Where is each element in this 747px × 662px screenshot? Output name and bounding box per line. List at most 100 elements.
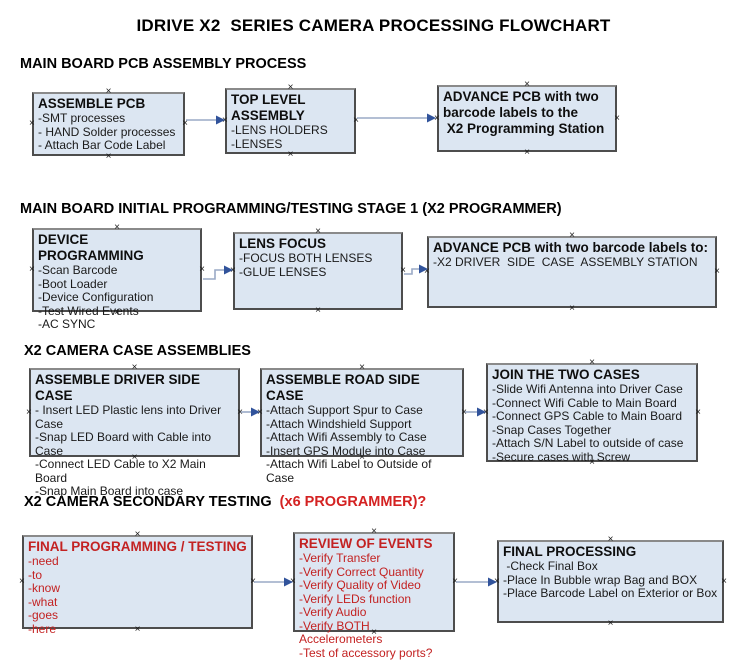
- box-title: ASSEMBLE PCB: [38, 96, 146, 111]
- flow-box-assemble-road-side-case[interactable]: ASSEMBLE ROAD SIDE CASE -Attach Support …: [257, 363, 467, 485]
- flow-box-join-the-two-cases[interactable]: JOIN THE TWO CASES -Slide Wifi Antenna i…: [483, 358, 701, 468]
- connector-anchor-icon: ×: [315, 226, 321, 237]
- page-title: IDRIVE X2 SERIES CAMERA PROCESSING FLOWC…: [136, 16, 611, 35]
- connector-arrow-icon[interactable]: [357, 110, 437, 126]
- box-line: -Verify Audio: [299, 605, 367, 619]
- flow-box-top-level-assembly[interactable]: TOP LEVEL ASSEMBLY -LENS HOLDERS-LENSES …: [222, 83, 359, 160]
- connector-anchor-icon: ×: [19, 576, 25, 587]
- connector-anchor-icon: ×: [114, 222, 120, 233]
- connector-anchor-icon: ×: [315, 305, 321, 316]
- box-line: -Place In Bubble wrap Bag and BOX: [503, 572, 698, 587]
- connector-arrow-icon[interactable]: [456, 574, 498, 590]
- box-title: ADVANCE PCB with two barcode labels to t…: [443, 89, 605, 136]
- box-lines: - Insert LED Plastic lens into Driver Ca…: [35, 403, 234, 499]
- box-line: -Connect Wifi Cable to Main Board: [492, 395, 677, 410]
- flow-box-final-programming-testing[interactable]: FINAL PROGRAMMING / TESTING -need-to-kno…: [19, 530, 256, 636]
- box-line: -Secure cases with Screw: [492, 449, 631, 464]
- box-line: -FOCUS BOTH LENSES: [239, 251, 373, 265]
- box-lines: -Verify Transfer-Verify Correct Quantity…: [299, 551, 449, 660]
- box-title: FINAL PROCESSING: [503, 544, 637, 559]
- box-lines: -SMT processes- HAND Solder processes- A…: [38, 111, 179, 153]
- box-line: -X2 DRIVER SIDE CASE ASSEMBLY STATION: [433, 255, 698, 269]
- box-lines: -LENS HOLDERS-LENSES: [231, 123, 350, 151]
- connector-anchor-icon: ×: [131, 362, 138, 373]
- box-line: - Insert LED Plastic lens into Driver Ca…: [35, 403, 225, 431]
- box-title: ASSEMBLE DRIVER SIDE CASE: [35, 372, 204, 403]
- connector-arrow-icon[interactable]: [241, 404, 261, 420]
- box-line: -Slide Wifi Antenna into Driver Case: [492, 382, 683, 396]
- connector-arrow-icon[interactable]: [254, 574, 294, 590]
- section-header-text: X2 CAMERA SECONDARY TESTING: [24, 494, 280, 510]
- flow-box-lens-focus[interactable]: LENS FOCUS -FOCUS BOTH LENSES-GLUE LENSE…: [230, 227, 406, 316]
- connector-arrow-icon[interactable]: [203, 262, 234, 284]
- connector-anchor-icon: ×: [714, 266, 720, 277]
- connector-anchor-icon: ×: [569, 230, 575, 241]
- box-line: -Snap Main Board into case: [35, 484, 184, 498]
- flow-box-assemble-driver-side-case[interactable]: ASSEMBLE DRIVER SIDE CASE - Insert LED P…: [26, 363, 243, 498]
- box-line: -to: [28, 567, 43, 582]
- box-lines: -Scan Barcode-Boot Loader-Device Configu…: [38, 263, 196, 332]
- connector-anchor-icon: ×: [105, 86, 112, 97]
- box-line: -Verify LEDs function: [299, 591, 412, 606]
- box-line: -LENS HOLDERS: [231, 123, 328, 137]
- connector-anchor-icon: ×: [721, 575, 727, 587]
- box-line: -what: [28, 594, 58, 609]
- box-title: TOP LEVEL ASSEMBLY: [231, 92, 309, 123]
- flow-box-final-processing[interactable]: FINAL PROCESSING -Check Final Box-Place …: [494, 535, 727, 629]
- box-title: ADVANCE PCB with two barcode labels to:: [433, 240, 709, 255]
- box-title: DEVICE PROGRAMMING: [38, 232, 144, 263]
- connector-anchor-icon: ×: [26, 406, 32, 418]
- flow-box-advance-pcb-driver-side-station[interactable]: ADVANCE PCB with two barcode labels to: …: [424, 231, 720, 314]
- box-title: JOIN THE TWO CASES: [492, 367, 640, 382]
- connector-anchor-icon: ×: [134, 529, 141, 540]
- box-line: -Attach Windshield Support: [266, 416, 412, 431]
- box-line: -Snap LED Board with Cable into Case: [35, 430, 215, 458]
- box-line: -Check Final Box: [503, 559, 598, 573]
- box-title: LENS FOCUS: [239, 236, 327, 251]
- connector-anchor-icon: ×: [569, 303, 575, 314]
- section-header-text: MAIN BOARD INITIAL PROGRAMMING/TESTING S…: [20, 201, 562, 217]
- box-line: -AC SYNC: [38, 317, 96, 331]
- connector-anchor-icon: ×: [695, 406, 701, 418]
- box-line: -know: [28, 581, 61, 595]
- box-line: -Verify Quality of Video: [299, 578, 421, 592]
- connector-anchor-icon: ×: [29, 118, 35, 129]
- connector-anchor-icon: ×: [524, 147, 530, 158]
- box-line: -LENSES: [231, 136, 283, 151]
- connector-arrow-icon[interactable]: [404, 261, 429, 279]
- connector-anchor-icon: ×: [589, 357, 595, 368]
- box-line: -SMT processes: [38, 111, 126, 125]
- box-line: -need: [28, 554, 59, 568]
- section-header-text: MAIN BOARD PCB ASSEMBLY PROCESS: [20, 56, 307, 72]
- box-title: ASSEMBLE ROAD SIDE CASE: [266, 372, 424, 403]
- section-header-red-text: (x6 PROGRAMMER)?: [279, 494, 427, 510]
- flow-box-assemble-pcb[interactable]: ASSEMBLE PCB -SMT processes- HAND Solder…: [29, 87, 188, 162]
- box-line: -Connect LED Cable to X2 Main Board: [35, 457, 210, 485]
- box-line: -Attach S/N Label to outside of case: [492, 436, 684, 450]
- flow-box-review-of-events[interactable]: REVIEW OF EVENTS -Verify Transfer-Verify…: [290, 527, 458, 660]
- box-line: -GLUE LENSES: [239, 264, 327, 279]
- connector-anchor-icon: ×: [29, 264, 35, 275]
- section-header-case-assemblies: X2 CAMERA CASE ASSEMBLIES: [24, 342, 251, 360]
- box-line: -here: [28, 621, 57, 636]
- connector-arrow-icon[interactable]: [186, 112, 226, 128]
- box-title: REVIEW OF EVENTS: [299, 536, 433, 551]
- box-title: FINAL PROGRAMMING / TESTING: [28, 539, 247, 554]
- box-line: - Attach Bar Code Label: [38, 138, 166, 152]
- box-lines: -Check Final Box-Place In Bubble wrap Ba…: [503, 559, 718, 601]
- box-lines: -Attach Support Spur to Case-Attach Wind…: [266, 403, 458, 485]
- flow-box-device-programming[interactable]: DEVICE PROGRAMMING -Scan Barcode-Boot Lo…: [29, 223, 205, 331]
- section-header-initial-programming: MAIN BOARD INITIAL PROGRAMMING/TESTING S…: [20, 200, 562, 218]
- box-line: -Attach Wifi Label to Outside of Case: [266, 457, 435, 485]
- box-line: -Snap Cases Together: [492, 422, 612, 437]
- box-lines: -need-to-know-what-goes-here: [28, 554, 247, 636]
- flow-box-advance-pcb-programming-station[interactable]: ADVANCE PCB with two barcode labels to t…: [434, 80, 620, 158]
- connector-anchor-icon: ×: [287, 82, 294, 93]
- box-line: -Test of accessory ports?: [299, 645, 433, 660]
- box-line: -Connect GPS Cable to Main Board: [492, 409, 683, 423]
- box-line: -Device Configuration: [38, 290, 154, 304]
- connector-anchor-icon: ×: [607, 618, 614, 629]
- connector-anchor-icon: ×: [607, 534, 614, 545]
- connector-arrow-icon[interactable]: [465, 404, 487, 420]
